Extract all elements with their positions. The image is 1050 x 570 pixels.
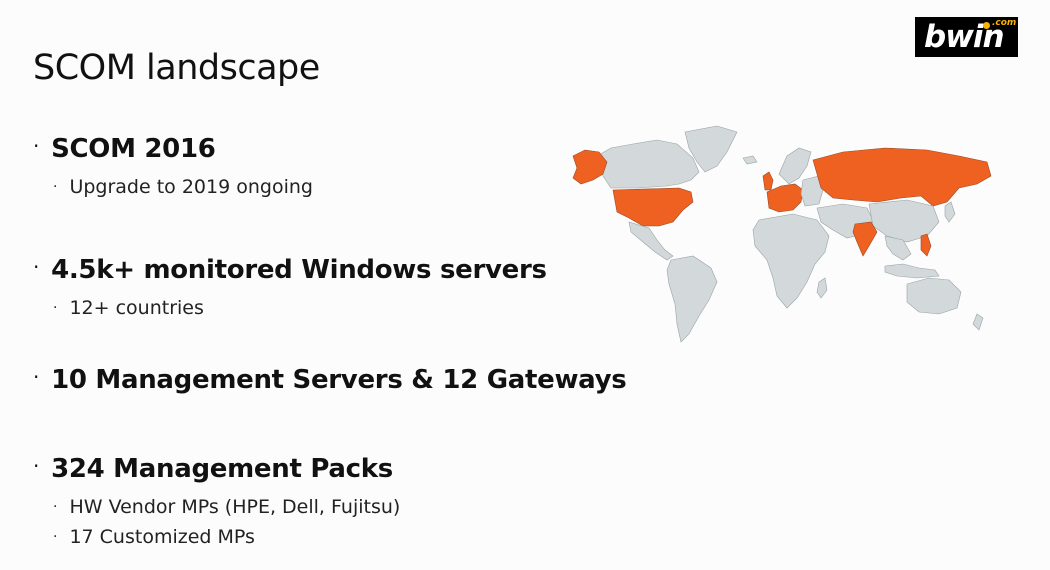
bullet-dot-icon: ·	[33, 454, 40, 478]
logo-dot-icon	[983, 22, 990, 29]
map-greenland	[684, 125, 738, 173]
map-india	[852, 221, 878, 257]
bullet-dot-icon: ·	[33, 365, 40, 389]
bullet-scom-version: ·SCOM 2016	[33, 134, 216, 164]
map-scandinavia	[778, 147, 812, 185]
bullet-dot-icon: ·	[33, 255, 40, 279]
map-russia	[812, 147, 992, 207]
slide-title: SCOM landscape	[33, 48, 320, 88]
map-usa	[612, 187, 694, 227]
bullet-management-servers: ·10 Management Servers & 12 Gateways	[33, 365, 627, 395]
sub-bullet-customized-mps: ·17 Customized MPs	[53, 526, 255, 548]
logo-wordmark: bwin	[924, 19, 1005, 55]
map-south-america	[666, 255, 718, 343]
bullet-monitored-servers: ·4.5k+ monitored Windows servers	[33, 255, 547, 285]
map-west-europe	[766, 183, 804, 213]
map-china	[868, 199, 940, 243]
map-australia	[906, 277, 962, 315]
map-mexico	[628, 221, 674, 261]
sub-bullet-dot-icon: ·	[53, 300, 58, 316]
map-indonesia	[884, 263, 940, 279]
map-new-zealand	[972, 313, 984, 331]
map-africa	[752, 213, 830, 309]
logo-suffix: .com	[992, 18, 1017, 28]
map-southeast-asia	[884, 235, 912, 261]
bullet-dot-icon: ·	[33, 134, 40, 158]
map-canada	[596, 139, 700, 189]
sub-bullet-dot-icon: ·	[53, 499, 58, 515]
sub-bullet-dot-icon: ·	[53, 529, 58, 545]
bullet-management-packs: ·324 Management Packs	[33, 454, 393, 484]
map-iceland	[742, 155, 758, 165]
map-alaska	[572, 149, 608, 185]
map-japan	[944, 201, 956, 223]
map-uk	[762, 171, 774, 191]
sub-bullet-upgrade: ·Upgrade to 2019 ongoing	[53, 176, 313, 198]
bwin-logo: bwin .com	[915, 17, 1018, 57]
map-philippines	[920, 233, 932, 257]
world-map	[572, 125, 992, 343]
sub-bullet-countries: ·12+ countries	[53, 297, 204, 319]
sub-bullet-dot-icon: ·	[53, 179, 58, 195]
sub-bullet-vendor-mps: ·HW Vendor MPs (HPE, Dell, Fujitsu)	[53, 496, 401, 518]
map-madagascar	[816, 277, 828, 299]
